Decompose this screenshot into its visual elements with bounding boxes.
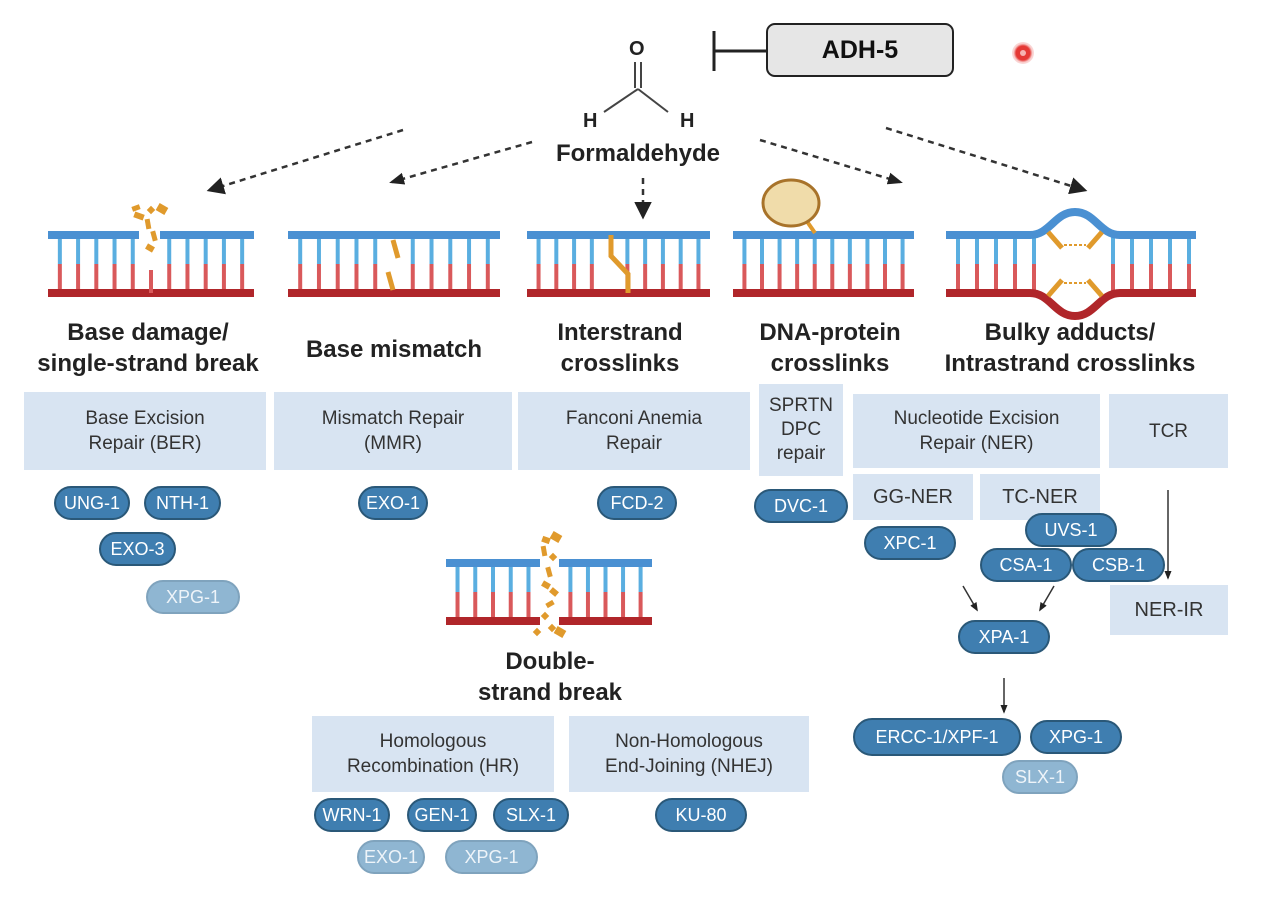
protein-wrn-1: WRN-1 [314, 798, 390, 832]
pathway-gg-ner: GG-NER [853, 474, 973, 520]
pathway-tcr: TCR [1109, 394, 1228, 468]
protein-csa-1: CSA-1 [980, 548, 1072, 582]
arrow-to-dna-protein [759, 138, 903, 185]
title-double-strand-break: Double- strand break [477, 648, 623, 706]
title-dna-protein: DNA-protein crosslinks [759, 319, 901, 377]
title-interstrand: Interstrand crosslinks [557, 319, 683, 377]
protein-nth-1: NTH-1 [144, 486, 221, 520]
atom-h-left: H [583, 110, 598, 132]
dsb-left [446, 559, 540, 625]
protein-ku-80: KU-80 [655, 798, 747, 832]
atom-h-right: H [680, 110, 695, 132]
protein-xpg-1-hr: XPG-1 [445, 840, 538, 874]
protein-gen-1: GEN-1 [407, 798, 477, 832]
protein-uvs-1: UVS-1 [1025, 513, 1117, 547]
pathway-ner: Nucleotide Excision Repair (NER) [853, 394, 1100, 468]
ner-flow-arrows [962, 490, 1172, 714]
pathway-ber: Base Excision Repair (BER) [24, 392, 266, 470]
arrow-to-bulky [885, 126, 1088, 195]
pathway-hr: Homologous Recombination (HR) [312, 716, 554, 792]
adh5-box: ADH-5 [766, 23, 954, 77]
protein-slx-1-ner: SLX-1 [1002, 760, 1078, 794]
protein-ercc-1-xpf-1: ERCC-1/XPF-1 [853, 718, 1021, 756]
title-base-mismatch: Base mismatch [305, 336, 483, 363]
dna-interstrand-crosslink-icon [527, 231, 710, 297]
protein-dvc-1: DVC-1 [754, 489, 848, 523]
formaldehyde-label: Formaldehyde [555, 140, 721, 167]
protein-xpg-1-ner: XPG-1 [1030, 720, 1122, 754]
protein-exo-1-hr: EXO-1 [357, 840, 425, 874]
formaldehyde-structure-icon [603, 62, 669, 113]
protein-xpg-1-ber: XPG-1 [146, 580, 240, 614]
protein-fcd-2: FCD-2 [597, 486, 677, 520]
dna-protein-crosslink-icon [733, 178, 914, 297]
protein-exo-3: EXO-3 [99, 532, 176, 566]
dna-double-strand-break-icon [532, 531, 567, 638]
protein-ung-1: UNG-1 [54, 486, 130, 520]
title-bulky: Bulky adducts/ Intrastrand crosslinks [944, 319, 1196, 377]
damage-arrows [206, 126, 1088, 220]
inhibition-arrow-icon [712, 31, 766, 71]
dsb-right [559, 559, 652, 625]
arrow-to-base-damage [206, 128, 404, 195]
arrow-gg-to-xpa [962, 585, 978, 612]
pathway-tc-ner: TC-NER [980, 474, 1100, 520]
atom-o: O [629, 38, 645, 60]
protein-csb-1: CSB-1 [1072, 548, 1165, 582]
pathway-mmr: Mismatch Repair (MMR) [274, 392, 512, 470]
dna-base-damage-icon [48, 203, 254, 297]
protein-exo-1-mmr: EXO-1 [358, 486, 428, 520]
pathway-fanconi: Fanconi Anemia Repair [518, 392, 750, 470]
protein-xpa-1: XPA-1 [958, 620, 1050, 654]
dna-base-mismatch-icon [288, 231, 500, 297]
dna-bulky-adduct-icon [946, 207, 1196, 321]
protein-adduct-icon [761, 178, 821, 228]
record-indicator-icon [1012, 42, 1034, 64]
pathway-sprtn: SPRTN DPC repair [759, 384, 843, 476]
protein-xpc-1: XPC-1 [864, 526, 956, 560]
arrow-tc-to-xpa [1039, 585, 1055, 612]
title-base-damage: Base damage/ single-strand break [37, 319, 259, 377]
pathway-ner-ir: NER-IR [1110, 585, 1228, 635]
arrow-to-base-mismatch [389, 140, 533, 185]
protein-slx-1-hr: SLX-1 [493, 798, 569, 832]
pathway-nhej: Non-Homologous End-Joining (NHEJ) [569, 716, 809, 792]
